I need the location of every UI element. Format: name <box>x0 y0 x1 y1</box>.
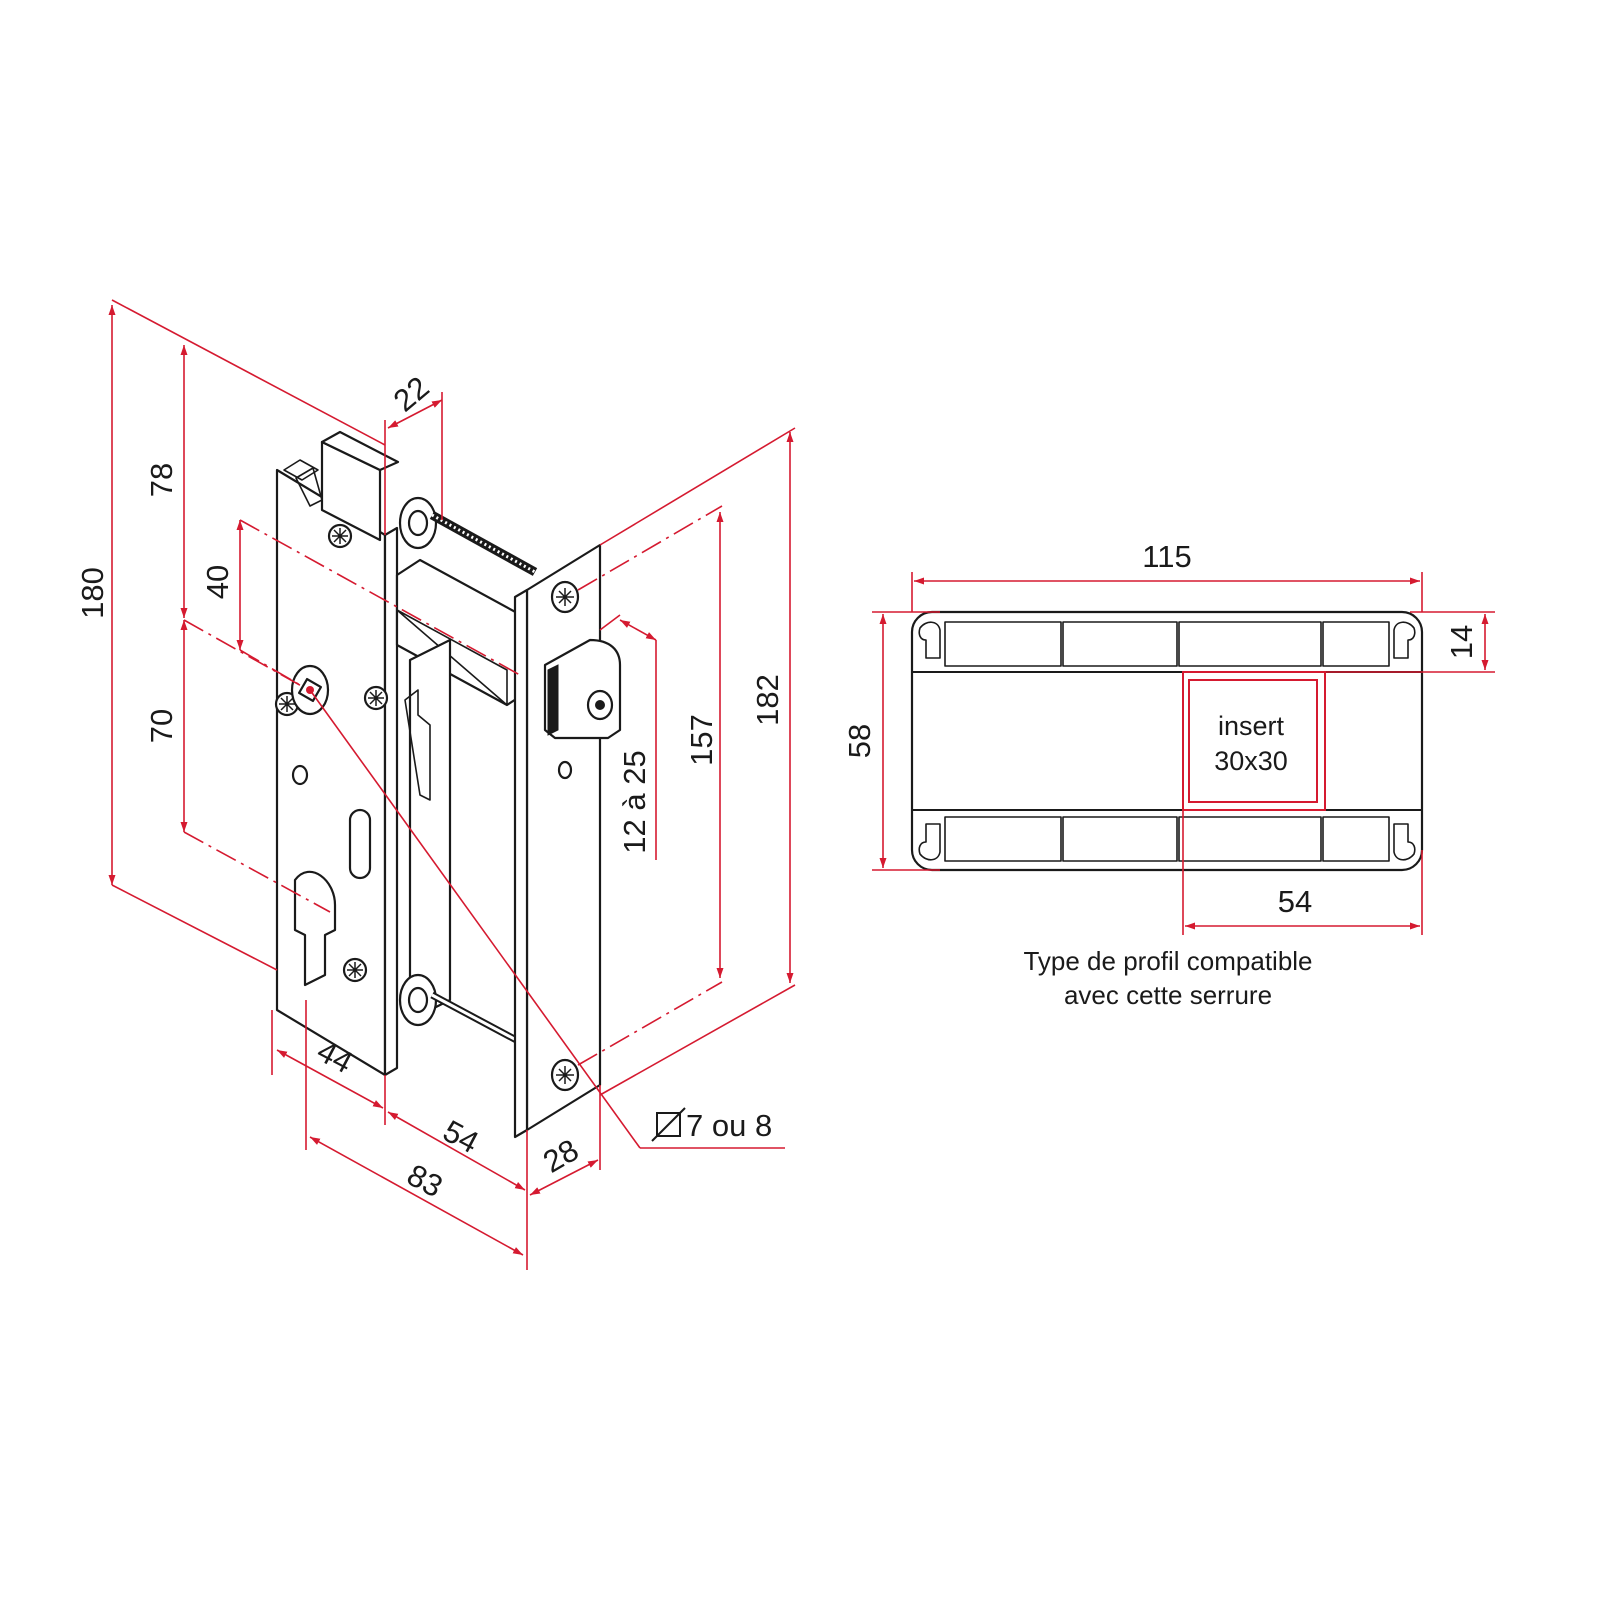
dim-upper-offset: 40 <box>200 565 235 599</box>
profile-outline <box>910 610 1424 872</box>
dim-screw-spacing: 157 <box>684 714 719 766</box>
dim-top-offset: 22 <box>387 369 436 418</box>
faceplate-screw <box>550 1058 580 1092</box>
bottom-chambers <box>912 809 1422 862</box>
corner-groove <box>918 621 1416 861</box>
profile-caption-line2: avec cette serrure <box>1064 980 1272 1010</box>
slot <box>348 808 372 880</box>
dim-bolt-extension: 54 <box>437 1113 484 1160</box>
dim-total-height: 180 <box>75 567 110 619</box>
threaded-rod <box>429 511 538 576</box>
faceplate-screw <box>550 580 580 614</box>
faceplate-edge <box>513 588 529 1139</box>
dim-latch-range: 12 à 25 <box>617 750 652 853</box>
faceplate-hole <box>557 760 573 780</box>
faceplate <box>513 543 622 1139</box>
lock-dimension-lines <box>108 299 796 1270</box>
dim-insert-offset: 54 <box>1278 884 1312 919</box>
profile-dimension-labels: 115 58 14 54 Type de profil compatible a… <box>842 539 1479 1010</box>
dim-profile-width: 115 <box>1142 539 1191 574</box>
profile-caption-line1: Type de profil compatible <box>1023 946 1312 976</box>
insert-size: 30x30 <box>1214 746 1288 776</box>
dim-top-wall: 14 <box>1444 625 1479 659</box>
insert-label: insert <box>1218 711 1285 741</box>
dim-overall-depth: 83 <box>401 1157 448 1204</box>
case-screw <box>342 957 368 983</box>
dim-profile-height: 58 <box>842 724 877 758</box>
case-body <box>408 638 452 1022</box>
cylinder-cutout <box>293 870 337 987</box>
case-screw <box>363 685 389 711</box>
dim-lower-height: 70 <box>144 709 179 743</box>
dim-faceplate-height: 182 <box>750 674 785 726</box>
lock-body <box>274 430 538 1077</box>
dim-faceplate-width: 28 <box>537 1132 584 1180</box>
dim-square-spindle: 7 ou 8 <box>686 1108 772 1143</box>
dim-upper-height: 78 <box>144 463 179 497</box>
insert-inner <box>1188 679 1318 803</box>
square-diameter-icon <box>651 1107 686 1142</box>
small-hole <box>291 764 309 786</box>
insert-outer <box>1182 671 1326 811</box>
case-screw <box>327 523 353 549</box>
profile-dimension-lines <box>872 572 1495 935</box>
profile-section: insert 30x30 <box>910 610 1424 872</box>
latch-bolt <box>543 638 622 740</box>
